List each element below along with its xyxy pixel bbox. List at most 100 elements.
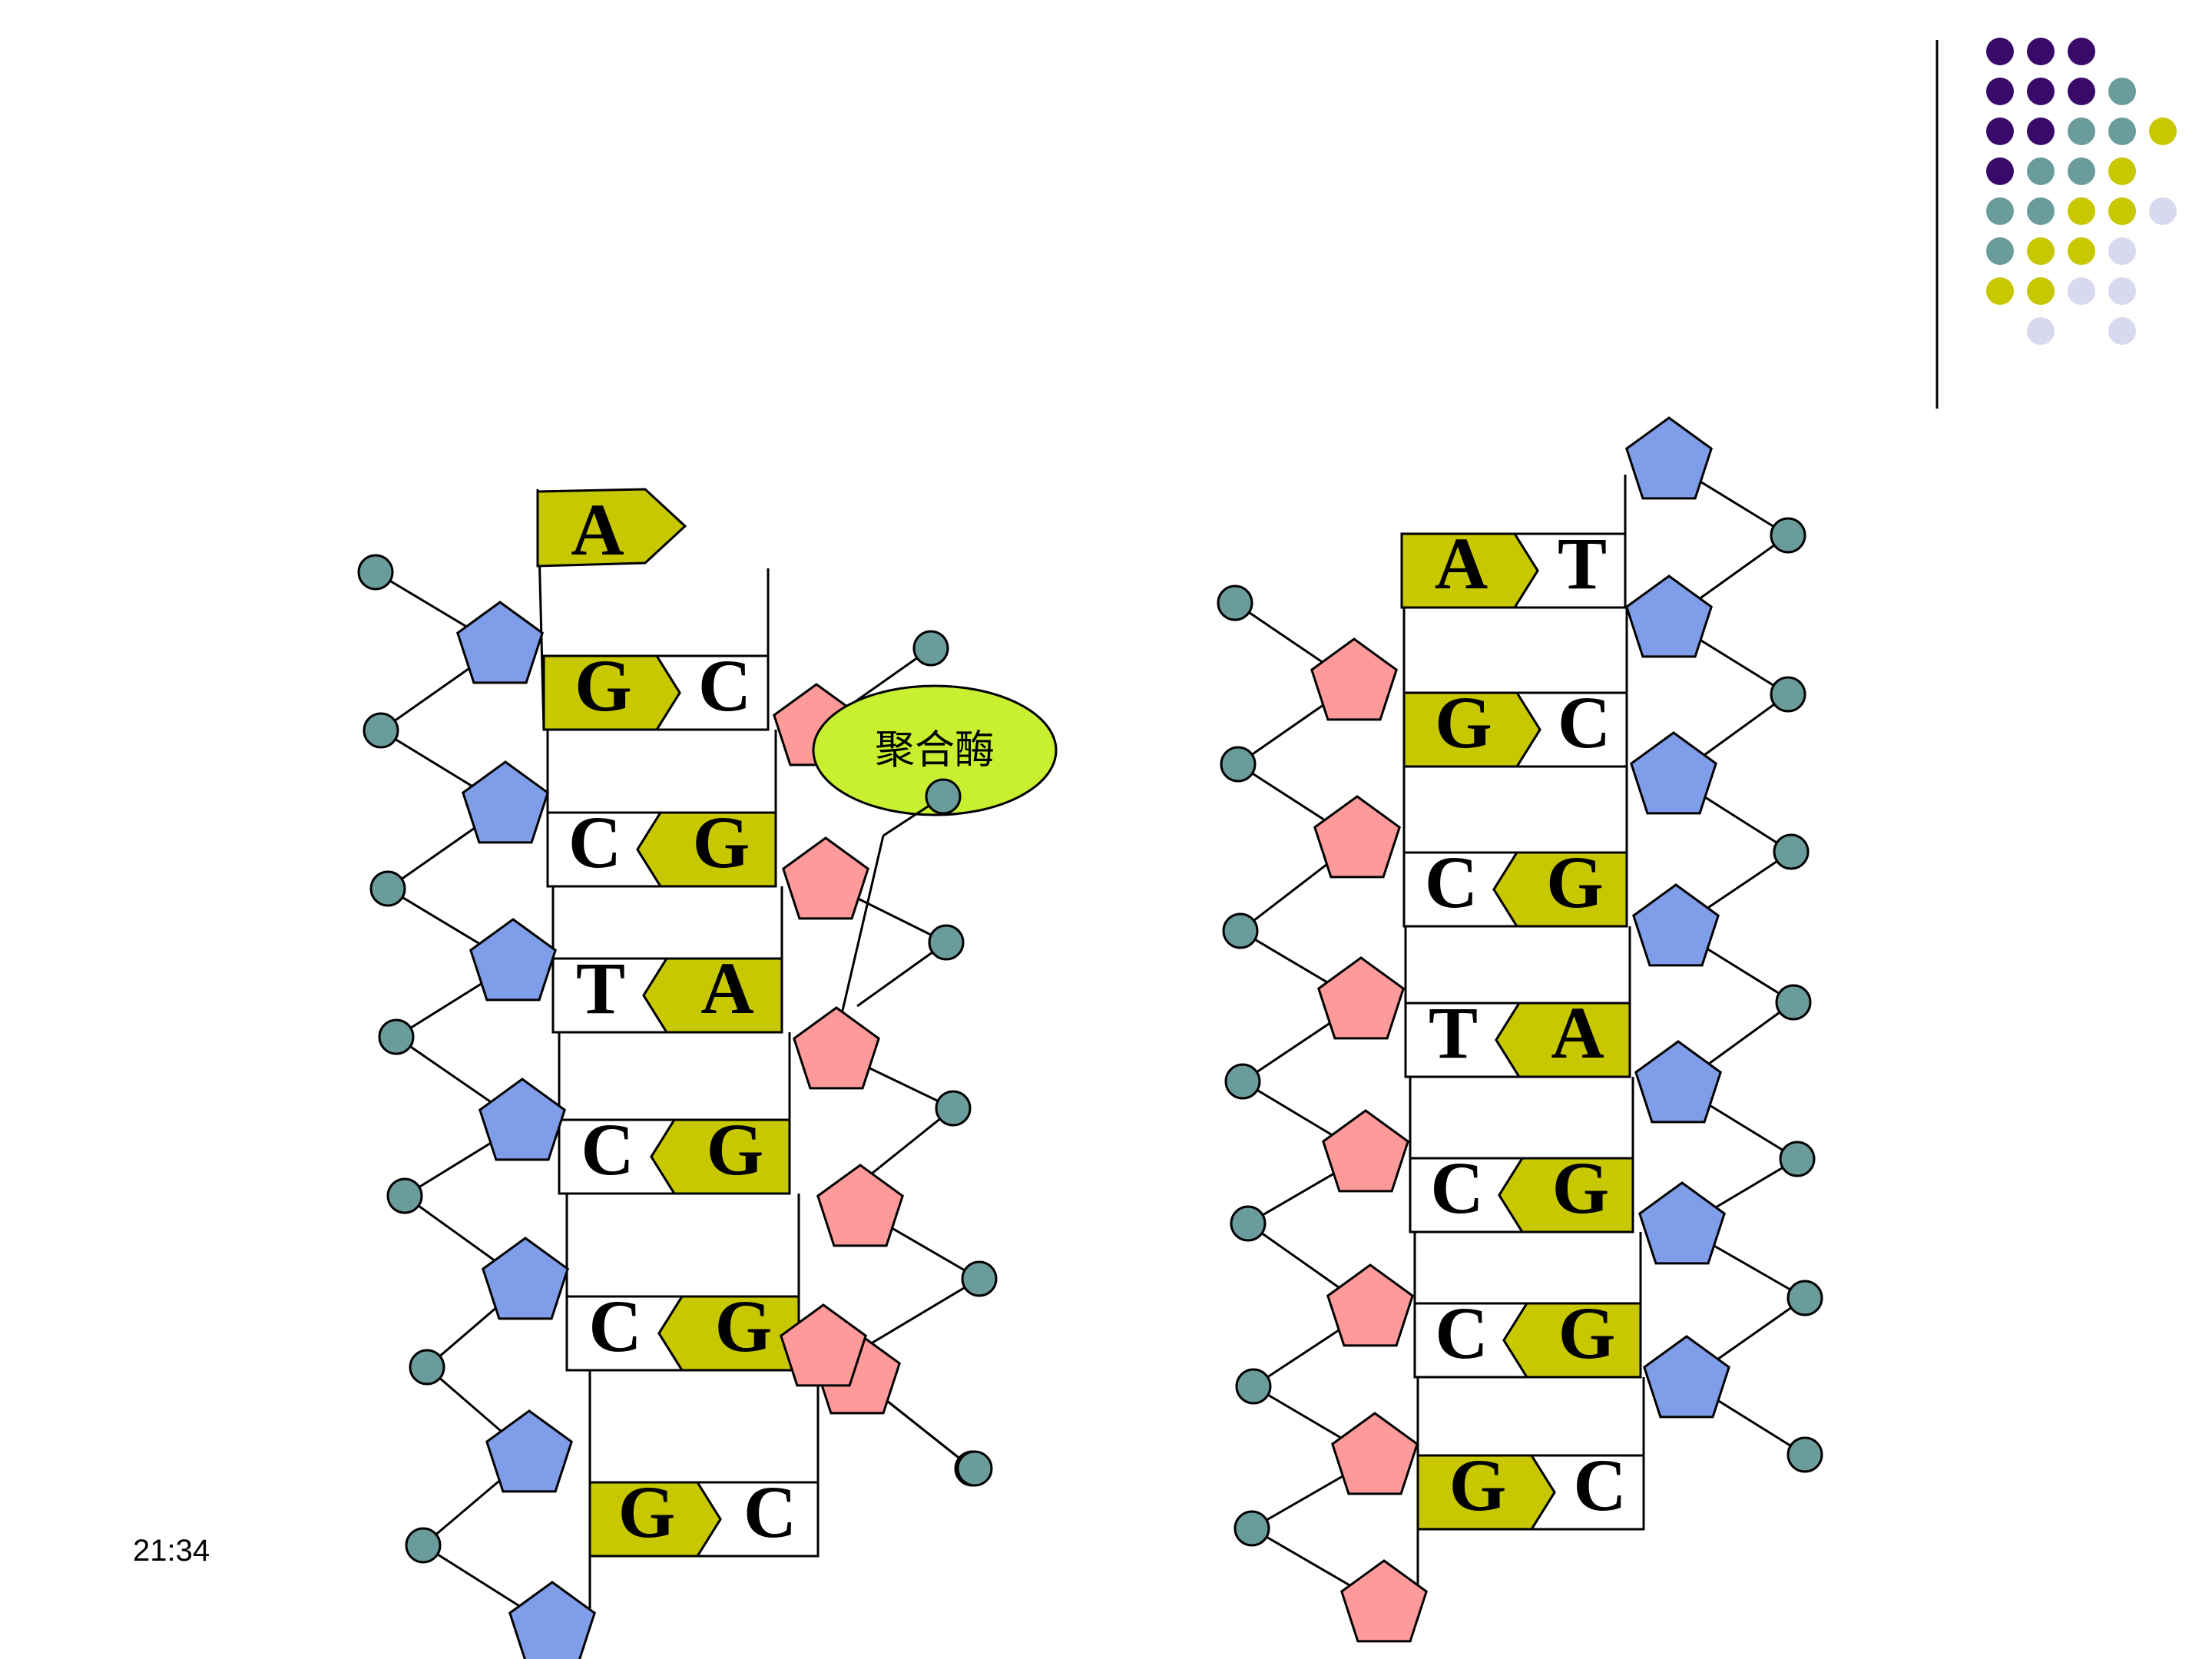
single-base: A: [536, 488, 687, 571]
base-letter: G: [1449, 1444, 1507, 1526]
decor-dot: [2068, 38, 2095, 65]
pentagon-icon: [478, 1078, 566, 1161]
base-letter: C: [1430, 1147, 1483, 1229]
decor-dot: [2027, 317, 2055, 345]
purine-block: [1416, 1454, 1556, 1531]
phosphate-icon: [925, 778, 962, 815]
base-letter: A: [571, 488, 624, 571]
phosphate-icon: [1222, 912, 1259, 949]
decor-dot: [2068, 118, 2095, 145]
base-letter: A: [1551, 992, 1604, 1074]
base-letter: C: [1573, 1444, 1626, 1526]
base-letter: G: [1435, 681, 1492, 763]
phosphate-icon: [1786, 1436, 1823, 1473]
base-letter: G: [1546, 841, 1604, 923]
corner-decoration: [1936, 38, 2177, 409]
base-letter: C: [581, 1108, 634, 1190]
decor-dot: [2027, 157, 2055, 185]
phosphate-icon: [912, 630, 949, 667]
phosphate-icon: [405, 1527, 442, 1564]
phosphate-icon: [1786, 1280, 1823, 1316]
purine-block: [636, 811, 777, 888]
pentagon-icon: [816, 1164, 904, 1247]
decor-dot: [2108, 118, 2136, 145]
decor-dot: [1986, 78, 2014, 105]
base-letter: T: [1558, 522, 1607, 604]
phosphate-icon: [1770, 676, 1806, 713]
phosphate-icon: [363, 712, 399, 749]
decor-dot: [2108, 237, 2136, 265]
purine-block: [1498, 1157, 1634, 1233]
base-letter: G: [618, 1471, 676, 1553]
pentagon-icon: [780, 1303, 867, 1387]
pentagon-icon: [485, 1409, 573, 1493]
base-letter: T: [1429, 992, 1478, 1074]
purine-block: [1492, 851, 1628, 928]
purine-block: [536, 488, 687, 568]
phosphate-icon: [357, 554, 394, 591]
base-letter: G: [707, 1108, 764, 1190]
pentagon-icon: [1630, 731, 1717, 815]
phosphate-icon: [1779, 1141, 1816, 1177]
pentagon-icon: [1313, 795, 1401, 879]
base-letter: G: [1558, 1292, 1616, 1374]
purine-block: [642, 957, 783, 1034]
pentagon-icon: [1632, 883, 1720, 967]
base-letter: A: [1435, 522, 1488, 604]
pentagon-icon: [469, 918, 557, 1002]
base-letter: C: [588, 1285, 641, 1367]
polymerase-enzyme: 聚合酶: [812, 684, 1058, 837]
purine-block: [650, 1118, 791, 1195]
timestamp: 21:34: [133, 1534, 210, 1568]
pentagon-icon: [482, 1237, 569, 1320]
purine-block: [542, 654, 681, 731]
base-letter: C: [1435, 1292, 1488, 1374]
base-letter: C: [698, 644, 751, 727]
base-letter: C: [1425, 841, 1478, 923]
phosphate-icon: [1775, 984, 1812, 1021]
decor-dot: [1986, 118, 2014, 145]
decor-dot: [2068, 78, 2095, 105]
enzyme-label: 聚合酶: [875, 727, 995, 773]
decor-dot: [2027, 78, 2055, 105]
phosphate-icon: [1217, 584, 1253, 621]
purine-block: [1402, 691, 1541, 768]
decor-dot: [2149, 197, 2177, 225]
base-letter: G: [1552, 1147, 1610, 1229]
phosphate-icon: [409, 1349, 445, 1386]
pentagon-icon: [793, 1006, 880, 1090]
pentagon-icon: [508, 1581, 596, 1659]
decor-dot: [2027, 277, 2055, 305]
decor-dot: [2027, 38, 2055, 65]
base-letter: G: [575, 644, 632, 727]
pentagon-icon: [1317, 956, 1405, 1040]
decor-dot: [2068, 277, 2095, 305]
base-letter: G: [715, 1285, 773, 1367]
phosphate-icon: [369, 870, 406, 907]
backbone-line: [859, 1107, 954, 1184]
enzyme-ellipse: [812, 684, 1058, 816]
phosphate-icon: [1220, 746, 1257, 783]
phosphate-icon: [1235, 1368, 1272, 1405]
purine-block: [1502, 1302, 1642, 1379]
phosphate-icon: [378, 1018, 415, 1055]
purine-block: [588, 1481, 722, 1558]
pentagon-icon: [1340, 1559, 1428, 1643]
purine-block: [1495, 1002, 1631, 1078]
pentagon-icon: [1638, 1181, 1726, 1265]
phosphate-icon: [928, 924, 965, 961]
phosphate-icon: [1224, 1063, 1261, 1100]
decor-dot: [2108, 78, 2136, 105]
pentagon-icon: [1310, 637, 1398, 721]
backbone-line: [835, 835, 885, 1038]
